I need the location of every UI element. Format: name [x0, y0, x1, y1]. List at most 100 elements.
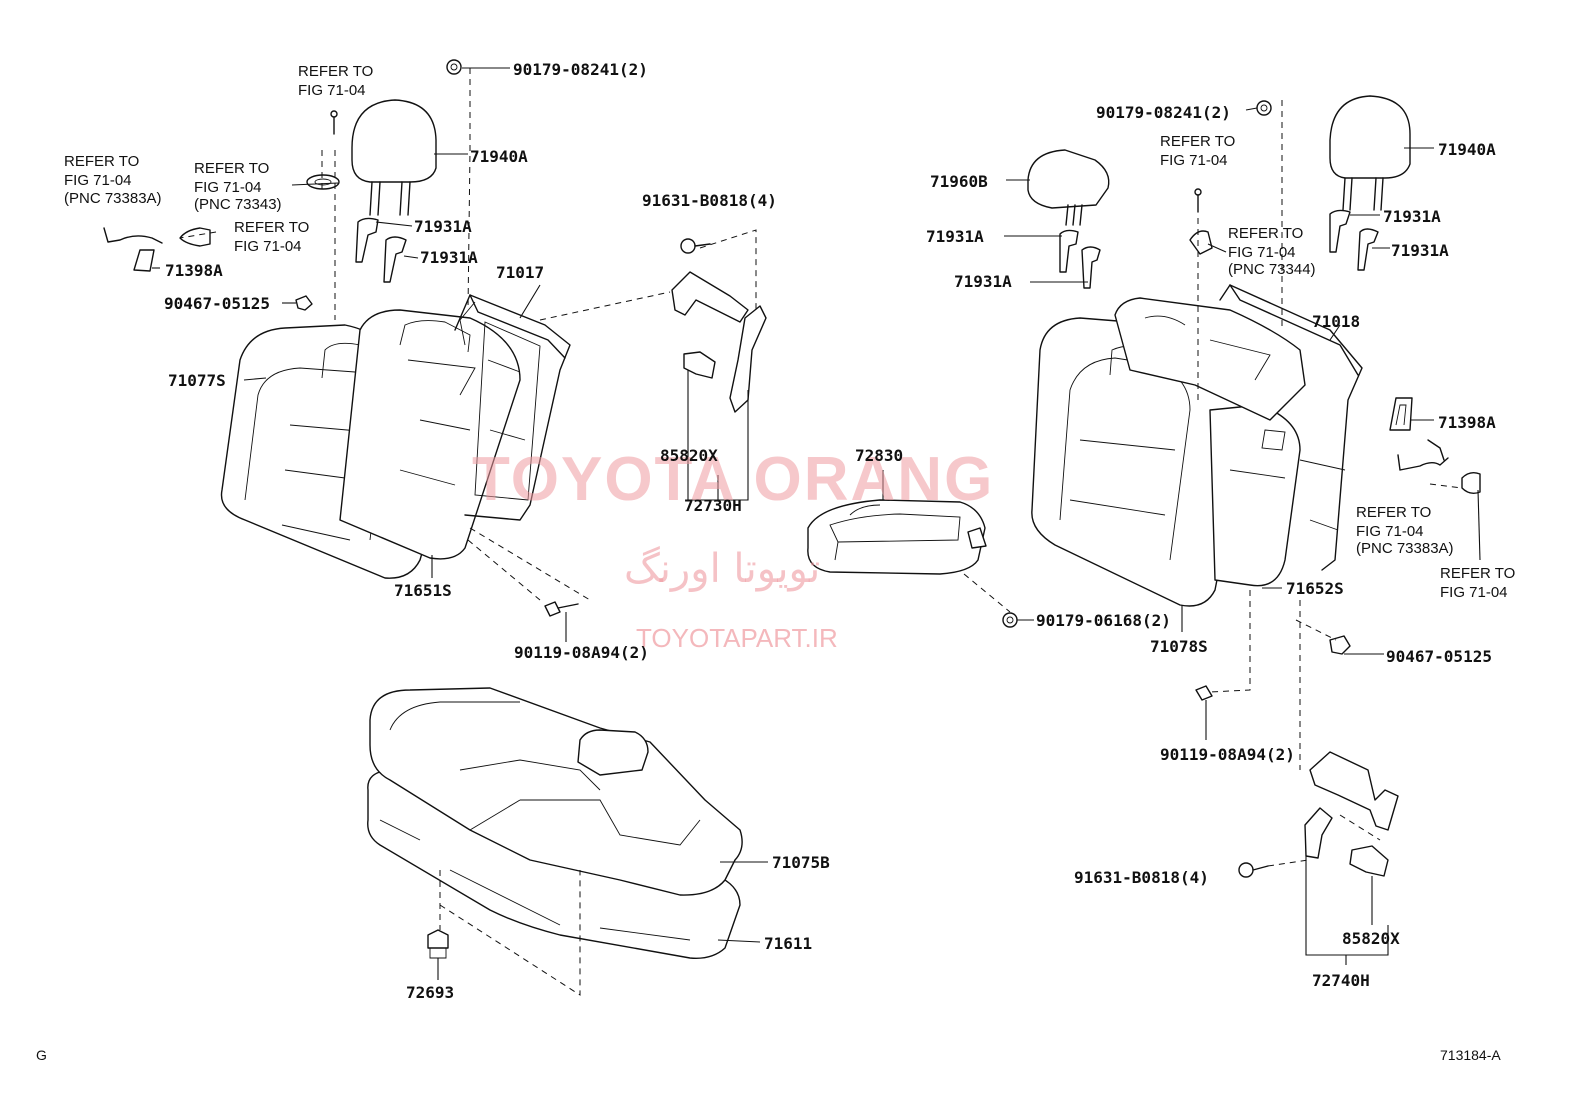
clip-90467-left — [295, 295, 313, 311]
refer-note-3: REFER TO FIG 71-04 (PNC 73343) — [194, 160, 282, 213]
refer-note-2-line-3: (PNC 73383A) — [64, 190, 162, 207]
refer-note-1: REFER TO FIG 71-04 — [298, 63, 373, 99]
callout-72830: 72830 — [855, 446, 903, 465]
refer-note-6: REFER TO FIG 71-04 (PNC 73344) — [1228, 225, 1316, 278]
seatback-frame-71018 — [1219, 284, 1363, 571]
bezel-right — [1189, 230, 1213, 255]
callout-90467-05125-right: 90467-05125 — [1386, 647, 1492, 666]
callout-71077s: 71077S — [168, 371, 226, 390]
headrest-guide-71931a-r1 — [1059, 229, 1079, 273]
refer-note-8-line-1: REFER TO — [1440, 565, 1515, 582]
headrest-71960b — [1027, 149, 1110, 226]
callout-71931a-6: 71931A — [1391, 241, 1449, 260]
headrest-guide-71931a-r2 — [1081, 246, 1101, 289]
refer-note-5: REFER TO FIG 71-04 — [1160, 133, 1235, 169]
nut-90179-06168 — [1002, 612, 1018, 628]
refer-note-2-line-2: FIG 71-04 — [64, 172, 132, 189]
seatback-pad-71651s — [339, 309, 521, 560]
callout-90179-08241-left: 90179-08241(2) — [513, 60, 648, 79]
refer-note-8: REFER TO FIG 71-04 — [1440, 565, 1515, 601]
clip-90467-right — [1329, 635, 1351, 655]
refer-note-2: REFER TO FIG 71-04 (PNC 73383A) — [64, 153, 162, 207]
callout-91631-b0818-right: 91631-B0818(4) — [1074, 868, 1209, 887]
callout-71931a-3: 71931A — [926, 227, 984, 246]
bracket-72740h — [1238, 751, 1399, 878]
refer-note-4-line-2: FIG 71-04 — [234, 238, 302, 255]
figure-number: 713184-A — [1440, 1047, 1501, 1063]
refer-note-7-line-1: REFER TO — [1356, 504, 1431, 521]
refer-note-3-line-3: (PNC 73343) — [194, 196, 282, 213]
clip-72693 — [427, 929, 449, 959]
knob-right — [1461, 471, 1481, 495]
headrest-guide-71931a-l2 — [383, 236, 407, 283]
callout-85820x-right: 85820X — [1342, 929, 1400, 948]
refer-note-1-line-2: FIG 71-04 — [298, 82, 366, 99]
bolt-90119-right — [1195, 685, 1213, 701]
refer-note-2-line-1: REFER TO — [64, 153, 139, 170]
callout-71931a-5: 71931A — [1383, 207, 1441, 226]
nut-90179-right — [1256, 100, 1272, 116]
watermark-persian: تویوتا اورنگ — [624, 546, 820, 592]
callout-90467-05125-left: 90467-05125 — [164, 294, 270, 313]
headrest-guide-71931a-r4 — [1357, 228, 1379, 271]
harness-right — [1397, 439, 1449, 471]
refer-note-5-line-1: REFER TO — [1160, 133, 1235, 150]
callout-71018: 71018 — [1312, 312, 1360, 331]
headrest-guide-71931a-l1 — [355, 217, 379, 263]
callout-72693: 72693 — [406, 983, 454, 1002]
refer-note-3-line-2: FIG 71-04 — [194, 179, 262, 196]
callout-71940a-right: 71940A — [1438, 140, 1496, 159]
callout-71652s: 71652S — [1286, 579, 1344, 598]
refer-note-1-line-1: REFER TO — [298, 63, 373, 80]
refer-note-8-line-2: FIG 71-04 — [1440, 584, 1508, 601]
refer-note-6-line-1: REFER TO — [1228, 225, 1303, 242]
headrest-71940a-left — [351, 99, 437, 216]
callout-71017: 71017 — [496, 263, 544, 282]
callout-71398a-left: 71398A — [165, 261, 223, 280]
callout-90179-06168: 90179-06168(2) — [1036, 611, 1171, 630]
headrest-71940a-right — [1329, 95, 1411, 211]
watermark-site: TOYOTAPART.IR — [636, 623, 838, 653]
callout-71931a-4: 71931A — [954, 272, 1012, 291]
leader-lines — [152, 67, 1481, 980]
cover-71398a-right — [1389, 397, 1413, 431]
bolt-90119-left — [544, 601, 579, 617]
nut-90179-left — [446, 59, 462, 75]
callout-71931a-1: 71931A — [414, 217, 472, 236]
callout-90119-08a94-right: 90119-08A94(2) — [1160, 745, 1295, 764]
refer-note-6-line-2: FIG 71-04 — [1228, 244, 1296, 261]
watermark-brand: TOYOTA ORANG — [472, 445, 994, 514]
callout-71931a-2: 71931A — [420, 248, 478, 267]
callout-71611: 71611 — [764, 934, 812, 953]
refer-note-4: REFER TO FIG 71-04 — [234, 219, 309, 255]
callout-90119-08a94-left: 90119-08A94(2) — [514, 643, 649, 662]
headrest-guide-71931a-r3 — [1329, 209, 1351, 253]
refer-note-7-line-3: (PNC 73383A) — [1356, 540, 1454, 557]
cushion-cover-71075b — [369, 687, 743, 896]
refer-note-7: REFER TO FIG 71-04 (PNC 73383A) — [1356, 504, 1454, 557]
refer-note-3-line-1: REFER TO — [194, 160, 269, 177]
screw-left-top — [330, 110, 338, 135]
cover-71398a-left — [133, 249, 155, 272]
callout-71075b: 71075B — [772, 853, 830, 872]
callout-85820x-left: 85820X — [660, 446, 718, 465]
refer-note-7-line-2: FIG 71-04 — [1356, 523, 1424, 540]
refer-note-4-line-1: REFER TO — [234, 219, 309, 236]
corner-left-mark: G — [36, 1047, 47, 1063]
seatback-frame-71017 — [454, 294, 571, 521]
seatback-pad-upper-right — [1114, 297, 1306, 421]
callout-71960b: 71960B — [930, 172, 988, 191]
bracket-72730h — [671, 238, 767, 413]
callout-71078s: 71078S — [1150, 637, 1208, 656]
bezel-left — [306, 174, 340, 190]
callout-71940a-left: 71940A — [470, 147, 528, 166]
refer-note-5-line-2: FIG 71-04 — [1160, 152, 1228, 169]
seatback-pad-71652s — [1209, 404, 1301, 587]
callout-90179-08241-right: 90179-08241(2) — [1096, 103, 1231, 122]
harness-left — [103, 227, 211, 247]
callout-71398a-right: 71398A — [1438, 413, 1496, 432]
callout-71651s: 71651S — [394, 581, 452, 600]
dashed-guides — [179, 68, 1463, 996]
armrest-72830 — [807, 499, 987, 575]
